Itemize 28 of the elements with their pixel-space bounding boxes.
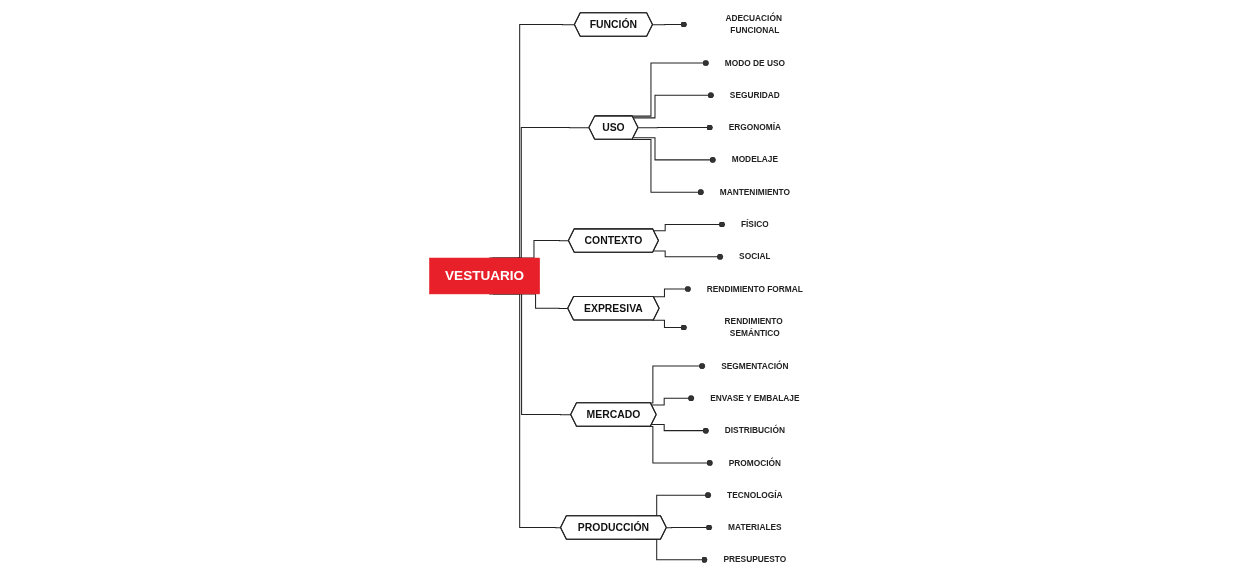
- node-text: MODELAJE: [731, 155, 778, 165]
- node-text: PROMOCIÓN: [728, 458, 781, 468]
- connector: [653, 250, 724, 260]
- node-text: SEGURIDAD: [729, 90, 780, 100]
- connector: [651, 423, 710, 434]
- node-text: SEGMENTACIÓN: [721, 361, 789, 371]
- connector: [666, 524, 713, 531]
- connector: [632, 92, 715, 119]
- node-text: ENVASE Y EMBALAJE: [710, 393, 800, 403]
- node-text: MATERIALES: [728, 522, 782, 532]
- node-text: ERGONOMÍA: [728, 122, 781, 132]
- node-text: MODO DE USO: [724, 58, 785, 68]
- node-text: PRESUPUESTO: [723, 555, 787, 564]
- node-box: VESTUARIO: [429, 257, 540, 295]
- connector: [651, 395, 696, 406]
- connector: [632, 137, 717, 163]
- connector: [653, 221, 726, 232]
- node-text: DISTRIBUCIÓN: [724, 425, 785, 435]
- node-text: RENDIMIENTO FORMAL: [706, 284, 803, 294]
- node-text: RENDIMIENTO SEMÁNTICO: [724, 316, 783, 338]
- connector: [637, 124, 714, 131]
- connector: [652, 21, 688, 28]
- connector: [651, 319, 688, 331]
- node-text: FÍSICO: [740, 219, 769, 229]
- node-text: TECNOLOGÍA: [727, 490, 783, 500]
- node-text: ADECUACIÓN FUNCIONAL: [725, 13, 782, 35]
- node-text: SOCIAL: [739, 252, 771, 261]
- node-text: MANTENIMIENTO: [719, 187, 790, 197]
